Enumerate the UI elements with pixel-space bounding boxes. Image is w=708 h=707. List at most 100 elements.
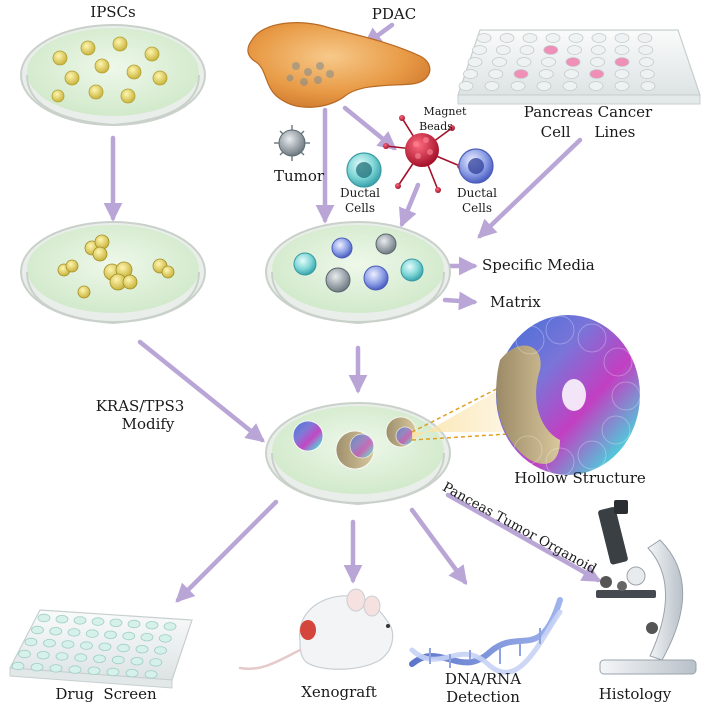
- plate-well: [541, 57, 556, 67]
- label-ductal-right-1: Ductal: [457, 186, 497, 200]
- drug-plate-well: [36, 651, 50, 660]
- label-pdac: PDAC: [371, 5, 417, 23]
- drug-plate-well: [144, 670, 158, 679]
- plate-well: [589, 69, 605, 79]
- drug-plate-well: [55, 652, 69, 661]
- plate-well: [495, 45, 511, 55]
- arrow-ductal-down: [398, 182, 421, 228]
- magnet-beads-icon: [383, 115, 463, 193]
- flow-arrows: [103, 22, 602, 603]
- arrow-dna: [409, 507, 468, 586]
- plate-well: [588, 81, 604, 91]
- drug-plate-well: [67, 628, 81, 637]
- label-cell-lines-2: Cell Lines: [540, 123, 636, 141]
- dish-ipsc-aggregates: [20, 221, 206, 325]
- plate-well: [488, 69, 504, 79]
- label-ductal-left-1: Ductal: [340, 186, 380, 200]
- label-specific-media: Specific Media: [482, 256, 595, 274]
- drug-plate-well: [98, 642, 112, 651]
- arrow-matrix: [442, 291, 478, 311]
- plate-well: [467, 57, 483, 67]
- plate-well: [639, 57, 654, 67]
- xenograft-mouse: [238, 588, 394, 671]
- plate-well: [590, 57, 605, 67]
- arrow-kras: [137, 339, 265, 443]
- arrow-celllines: [477, 137, 583, 239]
- drug-plate-well: [130, 657, 144, 666]
- arrow-drug: [175, 499, 279, 603]
- label-matrix: Matrix: [490, 293, 541, 311]
- drug-plate-well: [18, 649, 31, 659]
- plate-well: [476, 33, 492, 43]
- plate-well: [614, 33, 630, 43]
- drug-plate-well: [31, 625, 44, 635]
- dna-helix: [409, 597, 563, 675]
- plate-well: [499, 33, 515, 43]
- drug-plate-well: [30, 663, 44, 672]
- plate-well: [567, 45, 582, 55]
- plate-well: [637, 33, 653, 43]
- drug-plate-well: [125, 669, 139, 678]
- tumor-cell-icon: [274, 125, 310, 161]
- drug-plate-well: [74, 653, 88, 662]
- label-detection: Detection: [446, 688, 520, 706]
- plate-well: [568, 33, 584, 43]
- drug-plate-well: [68, 665, 82, 674]
- plate-well: [513, 69, 529, 79]
- label-ductal-left-2: Cells: [344, 201, 376, 215]
- plate-well: [565, 57, 581, 67]
- drug-plate-well: [145, 621, 159, 630]
- dish-specific-media: [265, 221, 451, 325]
- drug-plate-well: [149, 658, 163, 667]
- ductal-cell-left-icon: [346, 152, 382, 188]
- plate-well: [591, 33, 607, 43]
- plate-well: [562, 81, 578, 91]
- plate-well: [564, 69, 579, 79]
- label-tumor: Tumor: [273, 167, 325, 185]
- plate-well: [640, 81, 656, 91]
- drug-plate-well: [49, 627, 63, 636]
- drug-plate-well: [24, 637, 38, 647]
- label-dna-rna: DNA/RNA: [444, 670, 522, 688]
- drug-plate-well: [73, 616, 87, 625]
- drug-plate-well: [111, 655, 125, 665]
- drug-plate-well: [93, 654, 106, 663]
- plate-well: [614, 69, 630, 79]
- drug-plate-well: [135, 645, 149, 654]
- cell-line-plate: [457, 29, 701, 105]
- plate-well: [639, 69, 655, 79]
- dish-organoids: [265, 402, 451, 506]
- drug-plate-well: [122, 631, 136, 641]
- label-ipscs: IPSCs: [90, 3, 136, 21]
- drug-plate-well: [154, 646, 167, 655]
- ductal-cell-right-icon: [458, 148, 494, 184]
- drug-plate-well: [127, 619, 141, 629]
- plate-well: [484, 81, 500, 91]
- drug-plate-well: [91, 617, 105, 626]
- drug-plate-well: [37, 613, 51, 623]
- plate-well: [516, 57, 532, 67]
- plate-well: [614, 45, 630, 55]
- plate-well: [458, 81, 474, 91]
- plate-well: [614, 81, 630, 91]
- plate-well: [463, 69, 478, 79]
- dish-ipscs: [20, 24, 206, 127]
- label-magnet: Magnet: [423, 105, 467, 118]
- plate-well: [522, 33, 538, 43]
- pancreas-illustration: [247, 22, 431, 108]
- plate-well: [538, 69, 554, 79]
- label-drug-screen: Drug Screen: [55, 685, 157, 703]
- plate-well: [536, 81, 552, 91]
- drug-plate-well: [104, 630, 117, 639]
- label-kras: KRAS/TPS3: [95, 397, 185, 415]
- drug-plate-well: [158, 634, 172, 643]
- drug-plate-well: [87, 666, 101, 675]
- drug-plate-well: [55, 615, 69, 624]
- plate-well: [519, 45, 535, 55]
- plate-well: [472, 45, 487, 55]
- drug-plate-well: [109, 618, 123, 627]
- label-beads: Beads: [419, 120, 453, 133]
- drug-plate-well: [11, 661, 25, 671]
- plate-well: [590, 45, 606, 55]
